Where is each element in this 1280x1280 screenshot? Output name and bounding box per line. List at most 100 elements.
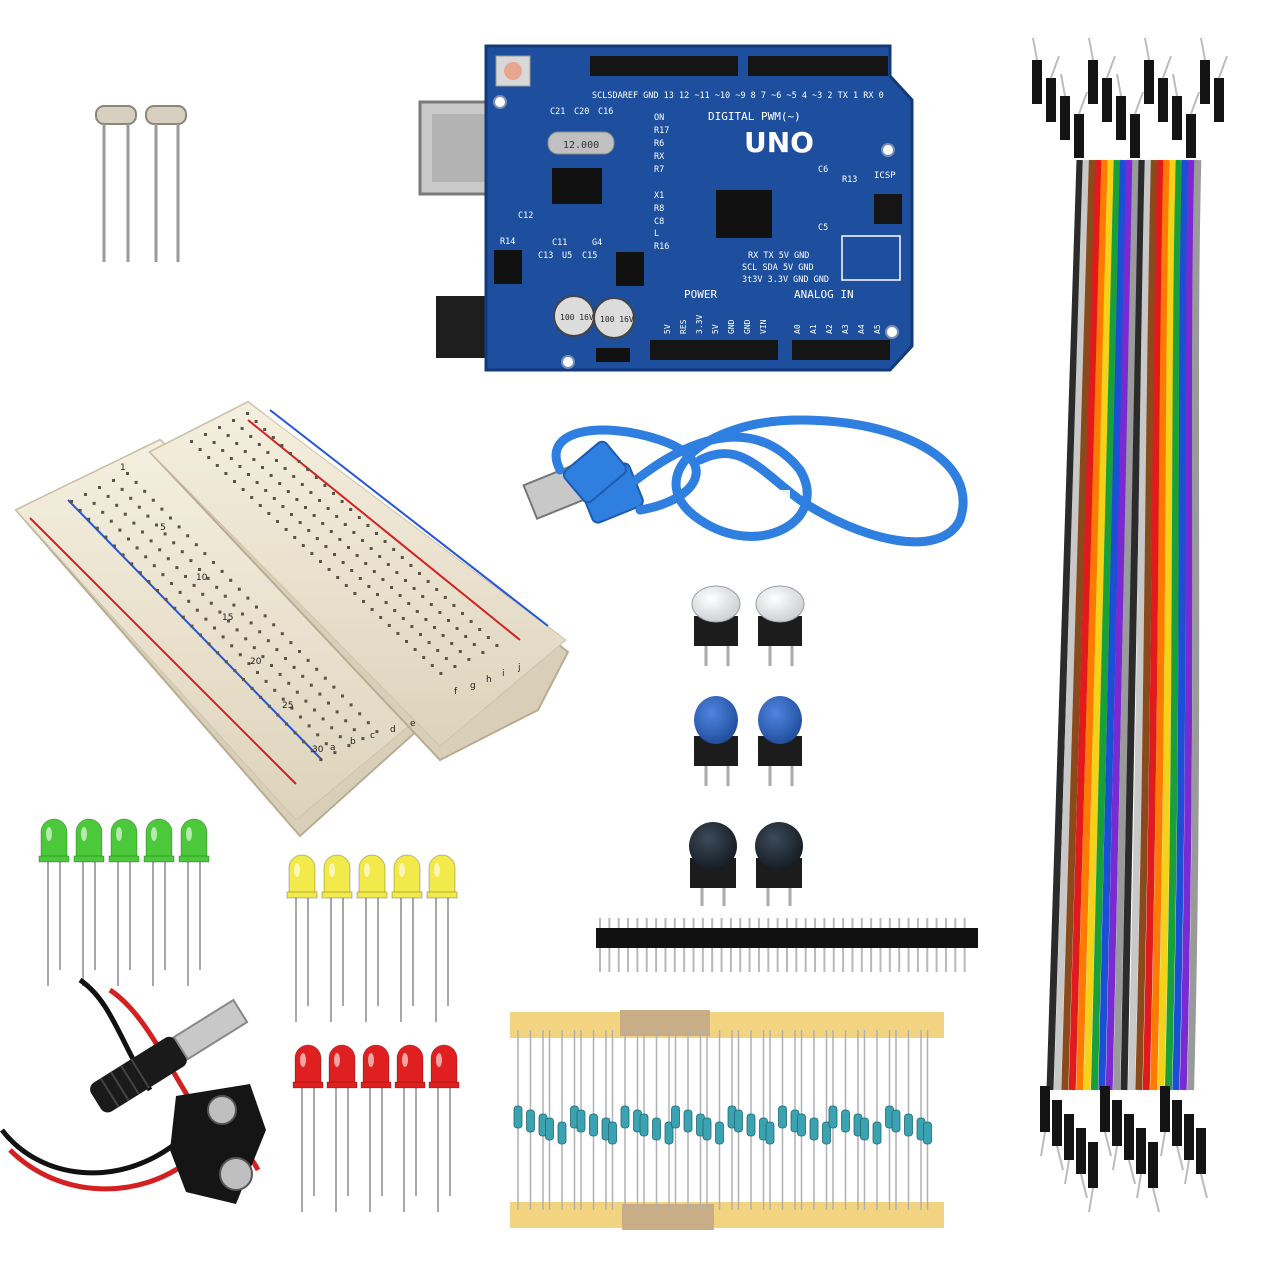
hole	[207, 456, 211, 459]
resistor	[576, 1030, 586, 1210]
resistor	[872, 1030, 882, 1210]
hole	[213, 626, 216, 630]
hole	[256, 671, 259, 674]
hole	[229, 578, 233, 582]
analog-header-label: ANALOG IN	[794, 288, 854, 301]
led-yellow	[286, 854, 318, 1022]
led-yellow	[426, 854, 458, 1022]
resistor	[828, 1030, 838, 1210]
hole	[194, 543, 198, 547]
hole	[120, 487, 124, 491]
resistor	[790, 1030, 800, 1210]
led-green	[108, 818, 140, 986]
hole	[250, 686, 254, 690]
hole	[204, 433, 207, 436]
column-letter: h	[486, 675, 492, 685]
jumper-wire	[1105, 159, 1134, 1091]
hole	[272, 623, 276, 627]
row-number: 20	[250, 657, 262, 667]
hole	[267, 704, 271, 708]
hole	[246, 596, 250, 600]
hole	[304, 506, 307, 509]
hole	[235, 628, 239, 632]
hole	[412, 587, 416, 590]
hole	[284, 657, 287, 660]
digital-header-right	[748, 56, 888, 76]
hole	[384, 601, 388, 604]
hole	[261, 466, 264, 469]
wire-connector	[1052, 1100, 1062, 1146]
resistor	[923, 1030, 932, 1210]
hole	[215, 464, 219, 467]
hole	[441, 634, 445, 637]
breadboard-column-letters: a b c d e f g h i j	[330, 663, 521, 753]
hole	[218, 426, 221, 429]
hole	[134, 480, 138, 484]
crystal-label: 12.000	[563, 140, 599, 151]
hole	[190, 440, 193, 443]
jumper-wire	[1157, 159, 1177, 1091]
analog-pin-labels: A0 A1 A2 A3 A4 A5	[793, 324, 882, 334]
hole	[321, 717, 325, 721]
usb-chip	[552, 168, 602, 204]
jumper-wire	[1127, 159, 1152, 1091]
resistor	[809, 1030, 819, 1210]
hole	[267, 512, 271, 515]
hole	[152, 564, 156, 568]
hole	[301, 544, 305, 547]
hole	[160, 507, 164, 511]
column-letter: f	[454, 687, 458, 697]
hole	[141, 530, 144, 534]
hole	[241, 488, 245, 491]
wire-connector	[1060, 96, 1070, 140]
hole	[241, 612, 244, 616]
power-chip	[616, 252, 644, 286]
red-rail	[247, 419, 521, 641]
hole	[314, 476, 318, 479]
hole	[330, 726, 334, 730]
regulator-chip	[494, 250, 522, 284]
hole	[221, 449, 225, 452]
jumper-wires	[1032, 37, 1228, 1213]
hole	[187, 599, 191, 603]
part-label: R6	[654, 139, 664, 149]
hole	[233, 480, 236, 483]
hole	[192, 583, 196, 587]
hole	[158, 548, 162, 552]
hole	[301, 674, 305, 678]
led-yellow	[391, 854, 423, 1022]
hole	[362, 600, 365, 603]
push-button-white	[755, 585, 805, 666]
icsp-label: ICSP	[874, 171, 896, 181]
right-label-row-1: RX TX 5V GND	[748, 251, 809, 261]
hole	[369, 547, 373, 550]
power-pin-label: GND	[727, 319, 736, 334]
hole	[243, 450, 247, 453]
hole	[249, 621, 253, 625]
hole	[336, 576, 340, 579]
hole	[452, 604, 456, 607]
led-row-yellow	[286, 854, 458, 1022]
led-red	[394, 1044, 426, 1212]
hole	[323, 484, 327, 487]
part-label: C8	[654, 217, 664, 227]
wire-connector	[1032, 60, 1042, 104]
wire-connector	[1100, 1086, 1110, 1132]
hole	[344, 719, 348, 723]
column-letter: c	[370, 731, 375, 741]
resistor	[891, 1030, 901, 1210]
part-label: G4	[592, 238, 602, 248]
hole	[299, 715, 302, 719]
hole	[242, 678, 245, 681]
jumper-wire	[1179, 159, 1196, 1091]
hole	[247, 662, 251, 666]
hole	[350, 569, 354, 572]
hole	[415, 610, 419, 613]
right-label-row-2: SCL SDA 5V GND	[742, 263, 814, 273]
hole	[252, 646, 256, 650]
hole	[121, 553, 125, 557]
resistor	[715, 1030, 724, 1210]
hole	[393, 609, 397, 612]
hole	[255, 481, 259, 484]
hole	[321, 522, 325, 525]
